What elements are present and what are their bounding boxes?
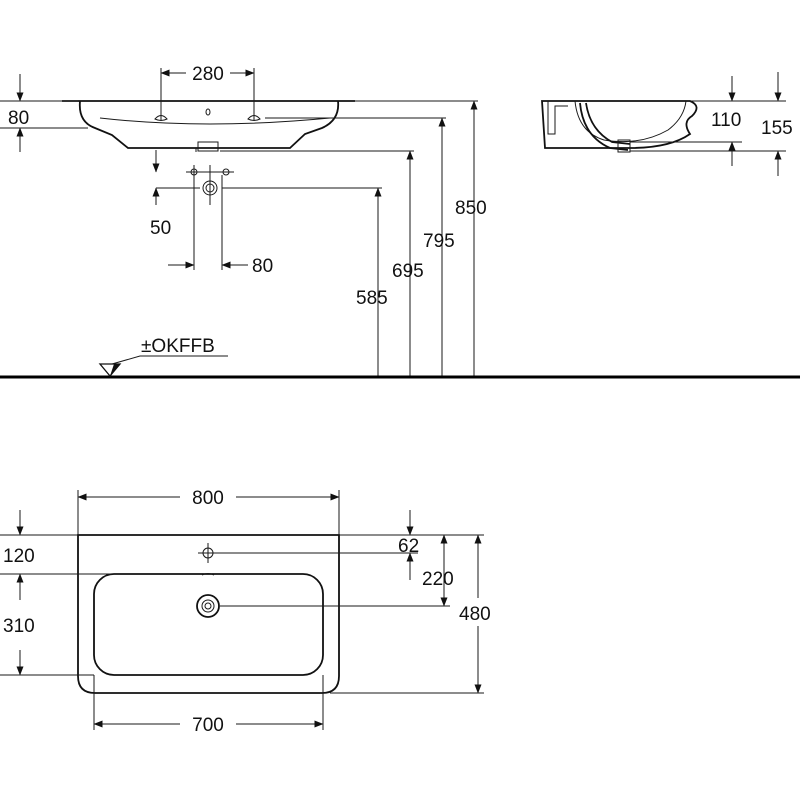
dim-80-rim: 80: [0, 74, 88, 152]
dim-155-label: 155: [761, 118, 793, 139]
dim-280-label: 280: [192, 64, 224, 85]
dim-800-label: 800: [192, 488, 224, 509]
dim-585-label: 585: [356, 288, 388, 309]
dim-695-label: 695: [392, 261, 424, 282]
dim-120-label: 120: [3, 546, 35, 567]
dim-110: 110: [630, 76, 742, 166]
dim-310-label: 310: [3, 616, 35, 637]
dim-850-label: 850: [455, 198, 487, 219]
front-view: 280 80 50 80 585: [0, 64, 487, 376]
dim-220: 220: [220, 534, 454, 607]
dim-700: 700: [93, 675, 324, 736]
dim-795: 795: [265, 117, 455, 376]
dim-795-label: 795: [423, 231, 455, 252]
dim-220-label: 220: [422, 569, 454, 590]
top-view: 800 700 120 310: [0, 488, 491, 736]
dim-850: 850: [355, 100, 487, 376]
dim-50-label: 50: [150, 218, 171, 239]
basin-front-outline: [62, 100, 355, 152]
drain-icon: [196, 594, 220, 618]
dim-280: 280: [160, 64, 255, 120]
dim-120: 120: [0, 510, 120, 575]
dim-310: 310: [0, 573, 94, 676]
dim-50: 50: [150, 150, 200, 239]
dim-62-label: 62: [398, 536, 419, 557]
waste-connection: [186, 165, 234, 270]
dim-80-rim-label: 80: [8, 108, 29, 129]
dim-480-label: 480: [459, 604, 491, 625]
basin-top-outline: [77, 534, 340, 694]
dim-800: 800: [77, 488, 340, 535]
overflow-icon: [201, 573, 215, 576]
dim-585: 585: [222, 187, 388, 376]
dim-695: 695: [220, 150, 424, 376]
dim-80-waste-label: 80: [252, 256, 273, 277]
dim-700-label: 700: [192, 715, 224, 736]
floor-reference: ±OKFFB: [0, 336, 800, 379]
dim-80-waste: 80: [168, 256, 273, 277]
dim-155: 155: [630, 72, 793, 176]
side-view: 110 155: [541, 72, 793, 176]
tap-hole-left-icon: [154, 115, 168, 121]
dim-62: 62: [218, 510, 419, 580]
dim-480: 480: [330, 534, 491, 694]
floor-label: ±OKFFB: [141, 336, 215, 357]
tap-hole-right-icon: [247, 115, 261, 121]
dim-110-label: 110: [711, 110, 741, 131]
basin-side-outline: [541, 100, 698, 153]
